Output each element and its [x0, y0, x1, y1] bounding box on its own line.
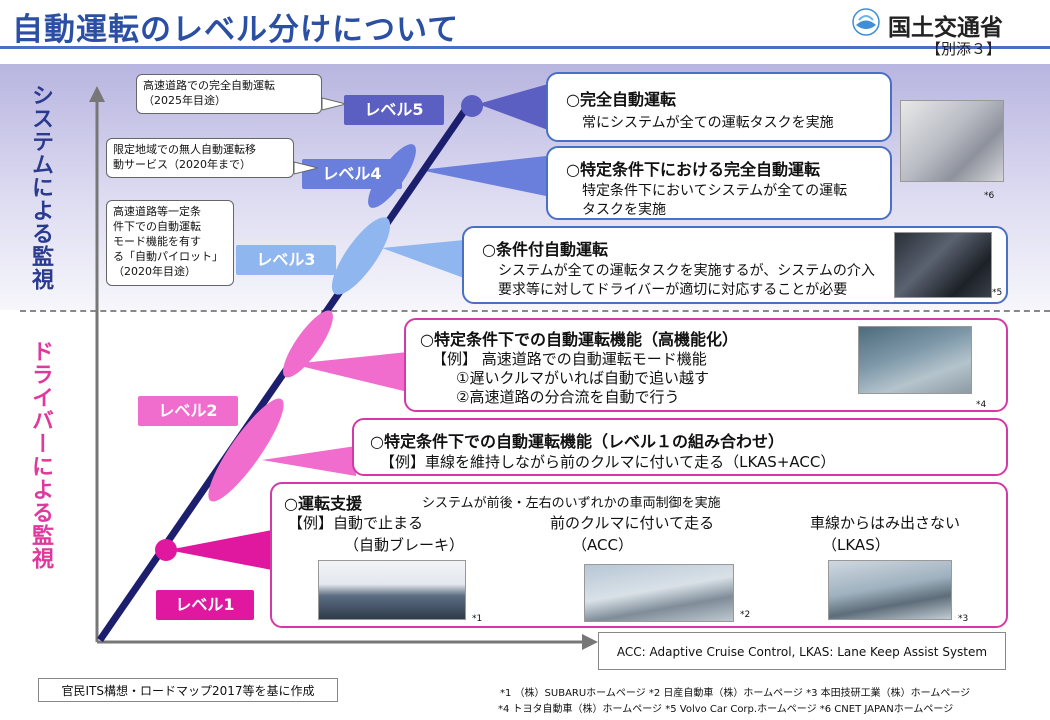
pointer-level3: [382, 240, 464, 278]
annex-label: 【別添３】: [926, 40, 1002, 58]
callout-level3: 高速道路等一定条 件下での自動運転 モード機能を有す る「自動パイロット」 （2…: [106, 200, 234, 286]
photo-note: *6: [984, 191, 995, 201]
badge-level1: レベル1: [156, 590, 254, 620]
callout-level4-line: 限定地域での無人自動運転移: [113, 143, 256, 156]
photo-note: *5: [992, 288, 1003, 298]
pointer-level2-combo: [262, 446, 356, 476]
box-level5-body: 常にシステムが全ての運転タスクを実施: [582, 115, 834, 131]
pointer-level2-high: [292, 352, 408, 392]
photo-autonomous-interior: [900, 100, 1004, 182]
callout-level5: 高速道路での完全自動運転 （2025年目途）: [136, 74, 322, 114]
callout-level3-line: 高速道路等一定条: [113, 205, 201, 218]
box-level5: ○完全自動運転 常にシステムが全ての運転タスクを実施: [546, 72, 892, 142]
photo-highway-overtake: [858, 326, 972, 394]
box-level1-heading: ○運転支援: [284, 494, 362, 513]
ministry-logo-icon: [852, 8, 880, 36]
ministry-name: 国土交通省: [888, 15, 1003, 41]
page-title: 自動運転のレベル分けについて: [12, 12, 460, 48]
callout-level3-line: （2020年目途）: [113, 265, 196, 278]
level3-ellipse: [331, 217, 391, 295]
acc-lkas-definition: ACC: Adaptive Cruise Control, LKAS: Lane…: [598, 632, 1006, 670]
box-level5-heading: ○完全自動運転: [566, 90, 676, 109]
callout-level3-line: 件下での自動運転: [113, 220, 201, 233]
box-level4-body-line: タスクを実施: [582, 202, 666, 218]
callout-level4: 限定地域での無人自動運転移 動サービス（2020年まで）: [106, 138, 294, 178]
photo-driver-cockpit: [894, 232, 992, 298]
callout-level5-line: 高速道路での完全自動運転: [143, 79, 275, 92]
box-level2-high-line: ②高速道路の分合流を自動で行う: [456, 388, 680, 406]
vertical-axis-arrow-icon: [89, 86, 105, 102]
badge-level2: レベル2: [138, 396, 238, 426]
pointer-level5: [478, 84, 548, 130]
box-level4-heading: ○特定条件下における完全自動運転: [566, 160, 820, 179]
title-underline: [0, 46, 1050, 49]
box-level2-high-line: 【例】 高速道路での自動運転モード機能: [432, 350, 707, 368]
badge-level5: レベル5: [344, 95, 444, 125]
photo-note: *4: [976, 400, 987, 410]
callout-level5-tail: [322, 97, 346, 111]
callout-level4-line: 動サービス（2020年まで）: [113, 158, 251, 171]
references-line: *4 トヨタ自動車（株）ホームページ *5 Volvo Car Corp.ホーム…: [498, 704, 954, 715]
callout-level4-tail: [294, 161, 318, 175]
level5-dot: [461, 95, 483, 117]
photo-acc: [584, 564, 734, 622]
box-level2-combo: ○特定条件下での自動運転機能（レベル１の組み合わせ） 【例】車線を維持しながら前…: [352, 418, 1008, 476]
box-level1: ○運転支援 システムが前後・左右のいずれかの車両制御を実施 【例】自動で止まる …: [270, 482, 1008, 628]
callout-level3-line: モード機能を有す: [113, 235, 201, 248]
level2-ellipse-lower: [208, 398, 284, 502]
pointer-level1: [168, 530, 272, 570]
photo-note: *2: [740, 610, 751, 620]
references-line: *1 （株）SUBARUホームページ *2 日産自動車（株）ホームページ *3 …: [500, 688, 971, 699]
badge-level3: レベル3: [236, 245, 336, 275]
box-level3-heading: ○条件付自動運転: [482, 240, 608, 259]
box-level2-combo-heading: ○特定条件下での自動運転機能（レベル１の組み合わせ）: [370, 432, 784, 451]
callout-level3-line: る「自動パイロット」: [113, 250, 223, 263]
monitoring-divider: [20, 310, 1050, 312]
driver-monitoring-label: ドライバーによる監視: [28, 340, 53, 570]
system-monitoring-label: システムによる監視: [28, 84, 53, 291]
box-level2-combo-line: 【例】車線を維持しながら前のクルマに付いて走る（LKAS+ACC）: [380, 453, 836, 471]
photo-lkas: [828, 560, 952, 620]
box-level4: ○特定条件下における完全自動運転 特定条件下においてシステムが全ての運転 タスク…: [546, 146, 892, 220]
example-acc-line1: 前のクルマに付いて走る: [550, 514, 715, 532]
photo-note: *1: [472, 614, 483, 624]
level2-ellipse-upper: [283, 310, 333, 378]
example-acc-line2: （ACC）: [572, 536, 633, 554]
pointer-level4: [420, 156, 546, 196]
example-lkas-line1: 車線からはみ出さない: [810, 514, 961, 532]
badge-level4: レベル4: [302, 159, 402, 189]
level1-dot: [155, 539, 177, 561]
box-level2-high-line: ①遅いクルマがいれば自動で追い越す: [456, 369, 709, 387]
box-level2-high-heading: ○特定条件下での自動運転機能（高機能化）: [420, 330, 738, 349]
example-auto-brake-line1: 【例】自動で止まる: [288, 514, 424, 532]
example-lkas-line2: （LKAS）: [822, 536, 890, 554]
box-level3-body-line: システムが全ての運転タスクを実施するが、システムの介入: [498, 263, 875, 279]
photo-note: *3: [958, 614, 969, 624]
box-level3-body-line: 要求等に対してドライバーが適切に対応することが必要: [498, 282, 848, 298]
callout-level5-line: （2025年目途）: [143, 94, 226, 107]
source-note: 官民ITS構想・ロードマップ2017等を基に作成: [38, 678, 338, 702]
example-auto-brake-line2: （自動ブレーキ）: [344, 536, 465, 554]
horizontal-axis-arrow-icon: [582, 634, 598, 650]
box-level4-body-line: 特定条件下においてシステムが全ての運転: [582, 183, 848, 199]
box-level1-subheading: システムが前後・左右のいずれかの車両制御を実施: [422, 496, 721, 511]
photo-auto-brake: [318, 560, 466, 620]
